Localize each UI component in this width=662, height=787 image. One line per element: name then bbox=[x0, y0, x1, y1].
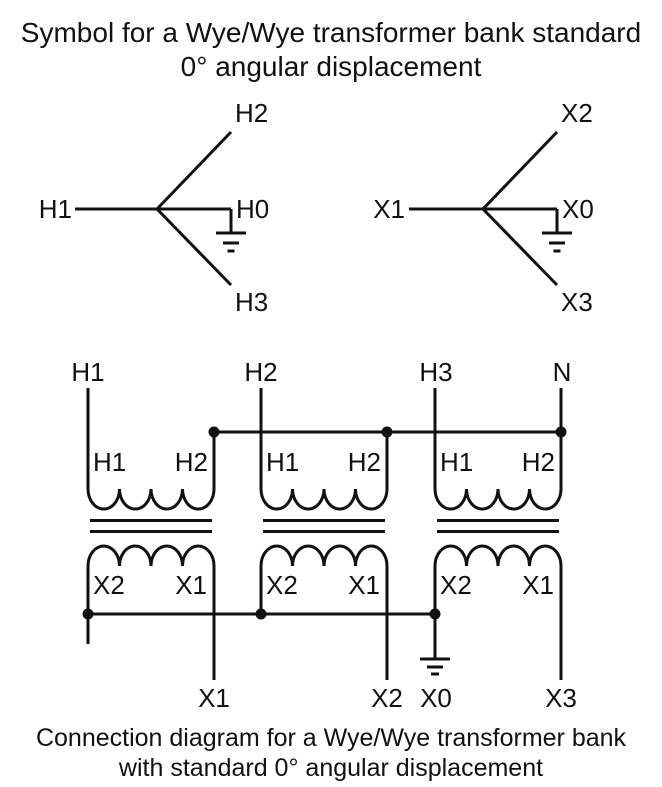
secondary-winding bbox=[433, 544, 563, 680]
secondary-lead-x0-label: X0 bbox=[420, 683, 452, 713]
h3-terminal-label: H3 bbox=[235, 287, 268, 317]
x1-terminal-label: X1 bbox=[373, 194, 405, 224]
secondary-lead-x2-label: X2 bbox=[371, 683, 403, 713]
secondary-left-label: X2 bbox=[266, 570, 298, 600]
h1-terminal-label: H1 bbox=[39, 194, 72, 224]
x0-terminal-label: X0 bbox=[562, 194, 594, 224]
primary-winding bbox=[433, 388, 563, 511]
x2-terminal-label: X2 bbox=[561, 98, 593, 128]
h0-terminal-label: H0 bbox=[236, 194, 269, 224]
primary-left-label: H1 bbox=[266, 447, 299, 477]
secondary-left-label: X2 bbox=[93, 570, 125, 600]
earth-ground-icon bbox=[216, 209, 246, 253]
x2-branch-line bbox=[481, 130, 559, 211]
high-side-wye-symbol: H1 H2 H0 H3 bbox=[39, 98, 270, 317]
secondary-right-label: X1 bbox=[522, 570, 554, 600]
primary-right-label: H2 bbox=[348, 447, 381, 477]
title-line-2: 0° angular displacement bbox=[181, 51, 482, 82]
junction-dot bbox=[381, 426, 393, 438]
secondary-winding bbox=[259, 544, 389, 680]
transformer-2: H1 H2 X2 X1 bbox=[259, 388, 389, 680]
h3-branch-line bbox=[155, 207, 233, 287]
transformer-3: H1 H2 X2 X1 bbox=[433, 388, 563, 680]
primary-left-label: H1 bbox=[93, 447, 126, 477]
supply-lead-h2-label: H2 bbox=[244, 357, 277, 387]
supply-lead-h3-label: H3 bbox=[419, 357, 452, 387]
supply-lead-h1-label: H1 bbox=[71, 357, 104, 387]
secondary-right-label: X1 bbox=[175, 570, 207, 600]
secondary-lead-x1-label: X1 bbox=[198, 683, 230, 713]
caption: Connection diagram for a Wye/Wye transfo… bbox=[36, 724, 627, 782]
title: Symbol for a Wye/Wye transformer bank st… bbox=[21, 17, 641, 82]
transformer-1: H1 H2 X2 X1 bbox=[86, 388, 216, 680]
secondary-lead-x3-label: X3 bbox=[545, 683, 577, 713]
h2-branch-line bbox=[155, 130, 233, 211]
x3-terminal-label: X3 bbox=[561, 287, 593, 317]
secondary-winding bbox=[86, 544, 216, 680]
caption-line-1: Connection diagram for a Wye/Wye transfo… bbox=[36, 724, 627, 752]
caption-line-2: with standard 0° angular displacement bbox=[118, 754, 543, 782]
supply-lead-n-label: N bbox=[553, 357, 572, 387]
secondary-left-label: X2 bbox=[440, 570, 472, 600]
junction-dot bbox=[255, 608, 267, 620]
earth-ground-icon bbox=[542, 209, 572, 253]
junction-dot bbox=[208, 426, 220, 438]
primary-winding bbox=[86, 388, 216, 511]
secondary-right-label: X1 bbox=[348, 570, 380, 600]
primary-right-label: H2 bbox=[175, 447, 208, 477]
low-side-wye-symbol: X1 X2 X0 X3 bbox=[373, 98, 594, 317]
title-line-1: Symbol for a Wye/Wye transformer bank st… bbox=[21, 17, 641, 48]
connection-diagram: H1 H2 H3 N H1 H2 X2 X1 H1 H2 bbox=[71, 357, 577, 713]
junction-dot bbox=[82, 608, 94, 620]
x0-earth-ground-icon bbox=[420, 614, 450, 676]
primary-left-label: H1 bbox=[440, 447, 473, 477]
h2-terminal-label: H2 bbox=[235, 98, 268, 128]
primary-winding bbox=[259, 388, 389, 511]
x3-branch-line bbox=[481, 207, 559, 287]
primary-right-label: H2 bbox=[522, 447, 555, 477]
junction-dot bbox=[555, 426, 567, 438]
